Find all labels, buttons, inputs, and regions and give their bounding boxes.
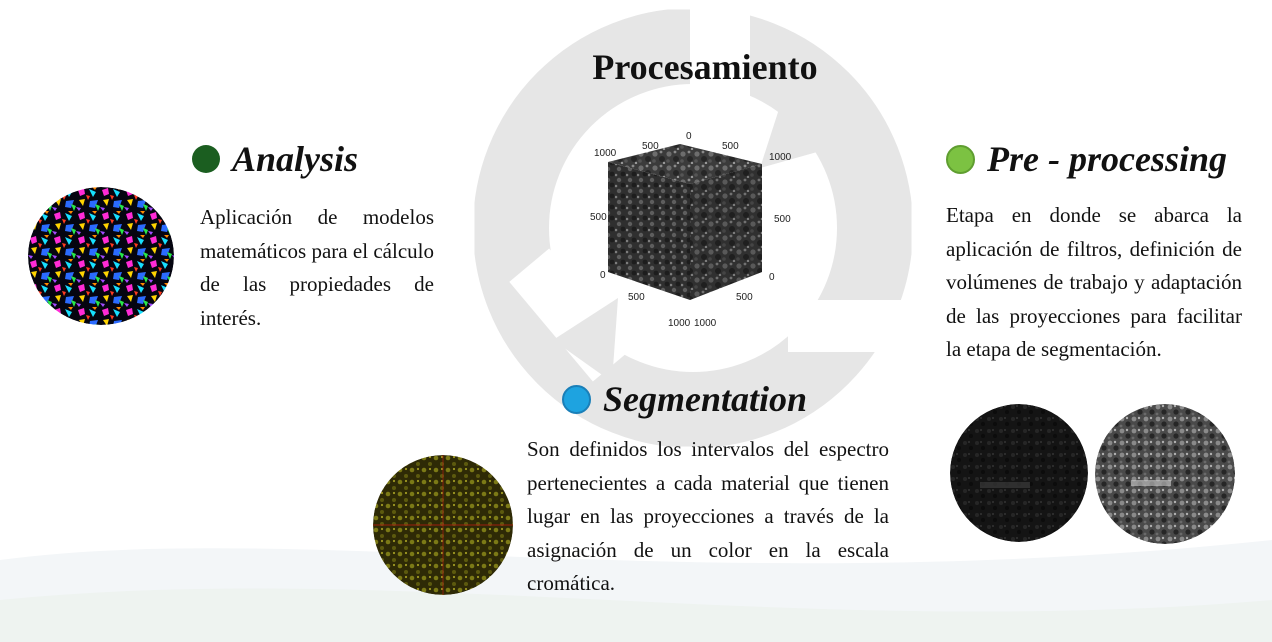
axis-tick: 500 [774,214,791,225]
preprocessing-heading: Pre - processing [946,138,1227,180]
axis-tick: 500 [722,141,739,152]
preprocessing-dot-icon [946,144,975,174]
axis-tick: 500 [736,292,753,303]
cube-right-face [690,164,762,300]
axis-tick: 0 [686,131,692,142]
page-title: Procesamiento [592,47,818,87]
segmentation-dot-icon [562,384,591,414]
volume-cube-render: 0 500 1000 500 1000 500 0 500 0 500 1000… [590,131,792,329]
analysis-heading: Analysis [192,138,358,180]
analysis-dot-icon [192,145,220,173]
axis-tick: 0 [600,270,606,281]
analysis-labeled-image [28,187,174,325]
axis-tick: 500 [590,212,607,223]
preprocessing-raw-image [950,404,1088,542]
preprocessing-filtered-image [1095,404,1235,544]
axis-tick: 1000 [668,318,691,329]
preprocessing-description: Etapa en donde se abarca la aplicación d… [946,203,1242,361]
axis-tick: 1000 [594,148,617,159]
segmentation-colored-image [373,455,513,595]
preprocessing-title: Pre - processing [987,139,1227,179]
axis-tick: 1000 [769,152,792,163]
axis-tick: 500 [642,141,659,152]
cube-left-face [608,162,690,300]
segmentation-title: Segmentation [603,379,808,419]
segmentation-heading: Segmentation [562,378,807,420]
axis-tick: 0 [769,272,775,283]
analysis-description: Aplicación de modelos matemáticos para e… [200,205,434,330]
segmentation-description: Son definidos los intervalos del espectr… [527,437,889,595]
axis-tick: 500 [628,292,645,303]
analysis-title: Analysis [232,139,359,179]
cube-top-face [608,144,762,184]
axis-tick: 1000 [694,318,717,329]
